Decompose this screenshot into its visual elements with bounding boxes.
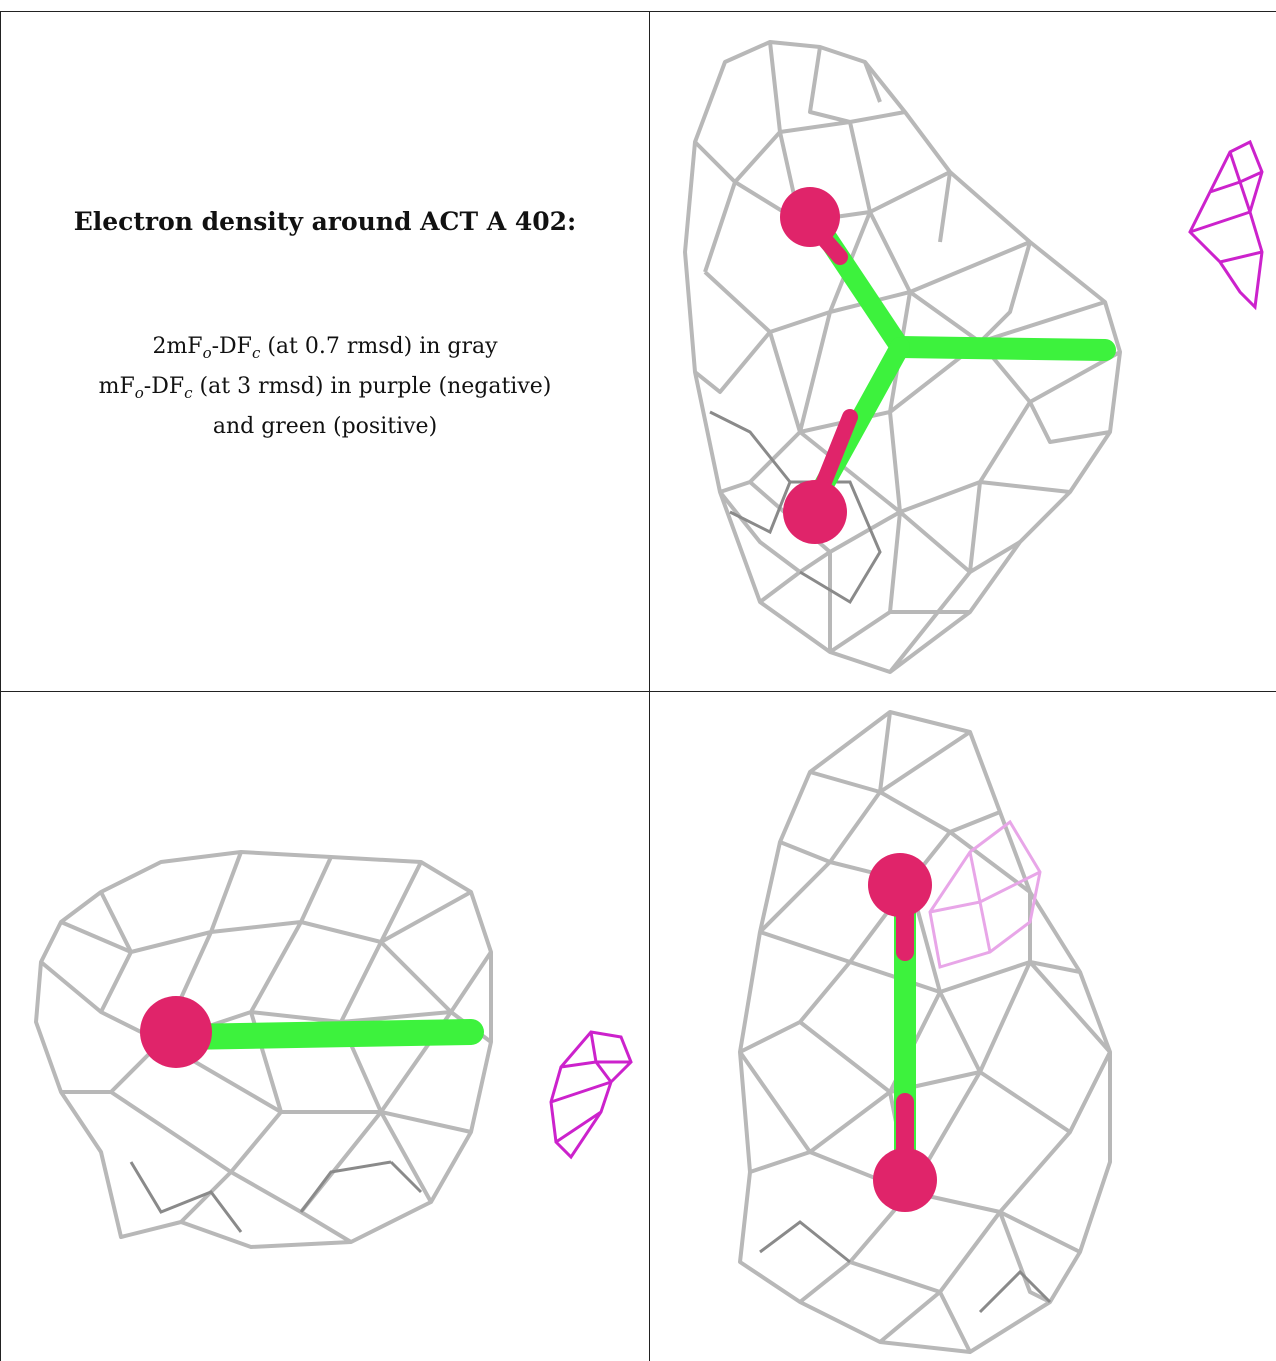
- oxygen-atom-2: [783, 480, 847, 544]
- legend-line-positive: and green (positive): [212, 414, 438, 439]
- figure-title: Electron density around ACT A 402:: [73, 207, 577, 236]
- caption-cell: Electron density around ACT A 402: 2mFo-…: [0, 12, 650, 692]
- legend-line-difference: mFo-DFc (at 3 rmsd) in purple (negative): [98, 374, 552, 402]
- border-top: [0, 11, 1276, 12]
- gray-mesh-dark: [129, 1160, 423, 1233]
- density-view-bottom-left: [1, 692, 649, 1361]
- acetate-model: [140, 996, 484, 1068]
- gray-mesh-dark: [759, 1220, 1052, 1314]
- acetate-model: [780, 187, 1116, 544]
- density-view-bottom-right: [650, 692, 1276, 1361]
- map-legend: 2mFo-DFc (at 0.7 rmsd) in gray mFo-DFc (…: [0, 330, 650, 444]
- gray-mesh: [683, 40, 1122, 674]
- acetate-model: [868, 853, 937, 1212]
- density-view-top-right: [650, 12, 1276, 691]
- oxygen-atom-1: [780, 187, 840, 247]
- oxygen-atom-1: [868, 853, 932, 917]
- gray-mesh: [738, 710, 1112, 1354]
- oxygen-atom-1: [140, 996, 212, 1068]
- negative-density-mesh-faint: [928, 819, 1042, 969]
- border-left: [0, 11, 1, 1361]
- border-middle-vertical: [649, 11, 650, 1361]
- border-middle-horizontal: [0, 691, 1276, 692]
- oxygen-atom-2: [873, 1148, 937, 1212]
- gray-mesh: [34, 850, 493, 1249]
- negative-density-mesh: [549, 1030, 633, 1160]
- legend-line-gray: 2mFo-DFc (at 0.7 rmsd) in gray: [152, 334, 498, 362]
- negative-density-mesh: [1188, 139, 1264, 311]
